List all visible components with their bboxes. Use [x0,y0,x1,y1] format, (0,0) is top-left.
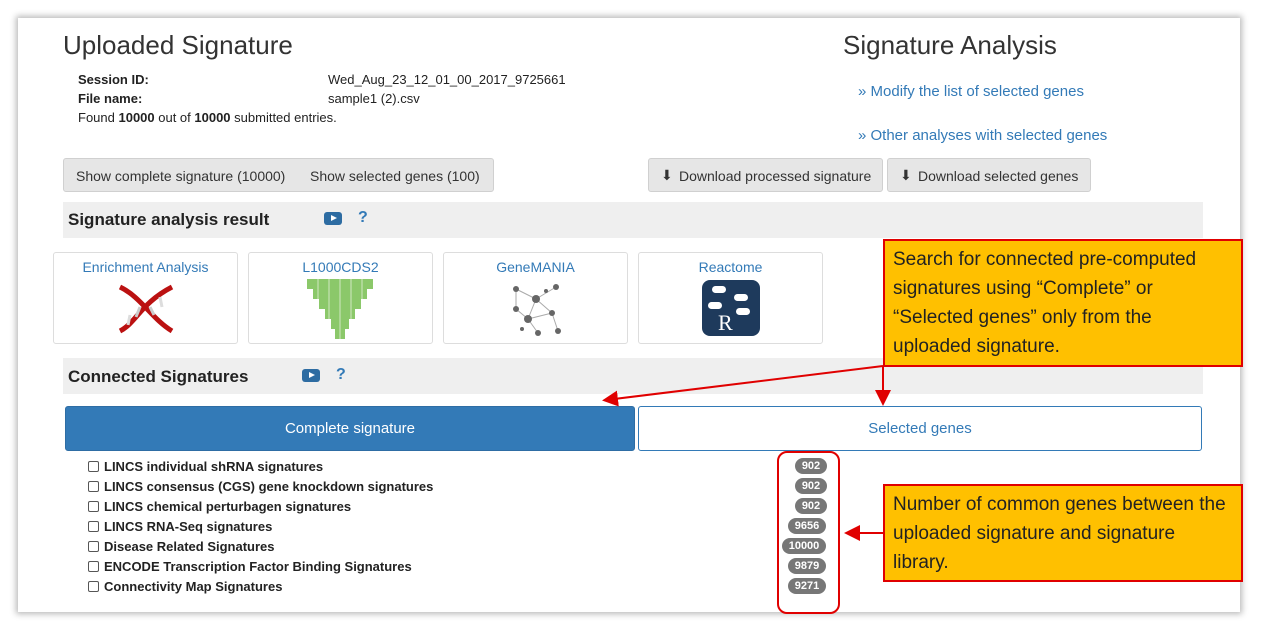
tool-tile-genemania[interactable]: GeneMANIA [443,252,628,344]
common-genes-callout: Number of common genes between the uploa… [883,484,1243,582]
common-genes-badge: 10000 [782,538,826,554]
show-complete-signature-button[interactable]: Show complete signature (10000) [76,168,286,184]
common-genes-badge: 9879 [788,558,826,574]
checkbox[interactable] [88,561,99,572]
common-genes-badge: 902 [795,478,827,494]
tool-label: Reactome [698,259,763,275]
found-entries-text: Found 10000 out of 10000 submitted entri… [78,110,337,125]
session-id-value: Wed_Aug_23_12_01_00_2017_9725661 [328,72,566,87]
show-selected-genes-button[interactable]: Show selected genes (100) [310,168,480,184]
library-item[interactable]: LINCS individual shRNA signatures [88,457,688,477]
common-genes-badge: 9656 [788,518,826,534]
library-list: LINCS individual shRNA signatures LINCS … [88,457,688,597]
youtube-icon[interactable] [302,369,320,382]
file-name-label: File name: [78,91,143,106]
connected-signatures-title: Connected Signatures [68,367,249,386]
checkbox[interactable] [88,461,99,472]
checkbox[interactable] [88,521,99,532]
library-item[interactable]: LINCS RNA-Seq signatures [88,517,688,537]
youtube-icon[interactable] [324,212,342,225]
library-item[interactable]: ENCODE Transcription Factor Binding Sign… [88,557,688,577]
checkbox[interactable] [88,541,99,552]
checkbox[interactable] [88,581,99,592]
badge-highlight-box [777,451,840,614]
library-item[interactable]: LINCS chemical perturbagen signatures [88,497,688,517]
uploaded-signature-title: Uploaded Signature [63,30,293,60]
download-icon: ⬇ [661,167,673,183]
help-icon[interactable]: ? [358,209,368,226]
tool-label: GeneMANIA [496,259,575,275]
tool-tile-l1000cds2[interactable]: L1000CDS2 [248,252,433,344]
download-processed-label: Download processed signature [679,168,872,184]
checkbox[interactable] [88,481,99,492]
modify-genes-link[interactable]: » Modify the list of selected genes [858,83,1084,100]
l1000cds2-icon [307,279,373,339]
other-analyses-link[interactable]: » Other analyses with selected genes [858,127,1108,144]
common-genes-badge: 902 [795,458,827,474]
tool-label: Enrichment Analysis [82,259,209,275]
analysis-result-title: Signature analysis result [68,210,270,229]
session-id-label: Session ID: [78,72,149,87]
download-selected-label: Download selected genes [918,168,1079,184]
common-genes-badge: 9271 [788,578,826,594]
download-icon: ⬇ [900,167,912,183]
signature-analysis-title: Signature Analysis [843,30,1057,60]
tool-tile-enrichment[interactable]: Enrichment Analysis [53,252,238,344]
arrow-to-complete-tab [602,365,884,407]
tab-selected-genes[interactable]: Selected genes [638,406,1202,451]
common-genes-badge: 902 [795,498,827,514]
library-item[interactable]: LINCS consensus (CGS) gene knockdown sig… [88,477,688,497]
tab-complete-signature[interactable]: Complete signature [65,406,635,451]
analysis-result-header [63,202,1203,238]
search-callout: Search for connected pre-computed signat… [883,239,1243,367]
tool-label: L1000CDS2 [302,259,379,275]
download-selected-genes-button[interactable]: ⬇ Download selected genes [887,158,1091,192]
network-icon [513,284,561,336]
library-item[interactable]: Disease Related Signatures [88,537,688,557]
dna-icon [118,284,174,334]
download-processed-signature-button[interactable]: ⬇ Download processed signature [648,158,883,192]
reactome-icon: R [702,280,760,336]
checkbox[interactable] [88,501,99,512]
signature-view-button-group: Show complete signature (10000) Show sel… [63,158,494,192]
file-name-value: sample1 (2).csv [328,91,420,106]
help-icon[interactable]: ? [336,366,346,383]
library-item[interactable]: Connectivity Map Signatures [88,577,688,597]
tool-tile-reactome[interactable]: Reactome R [638,252,823,344]
